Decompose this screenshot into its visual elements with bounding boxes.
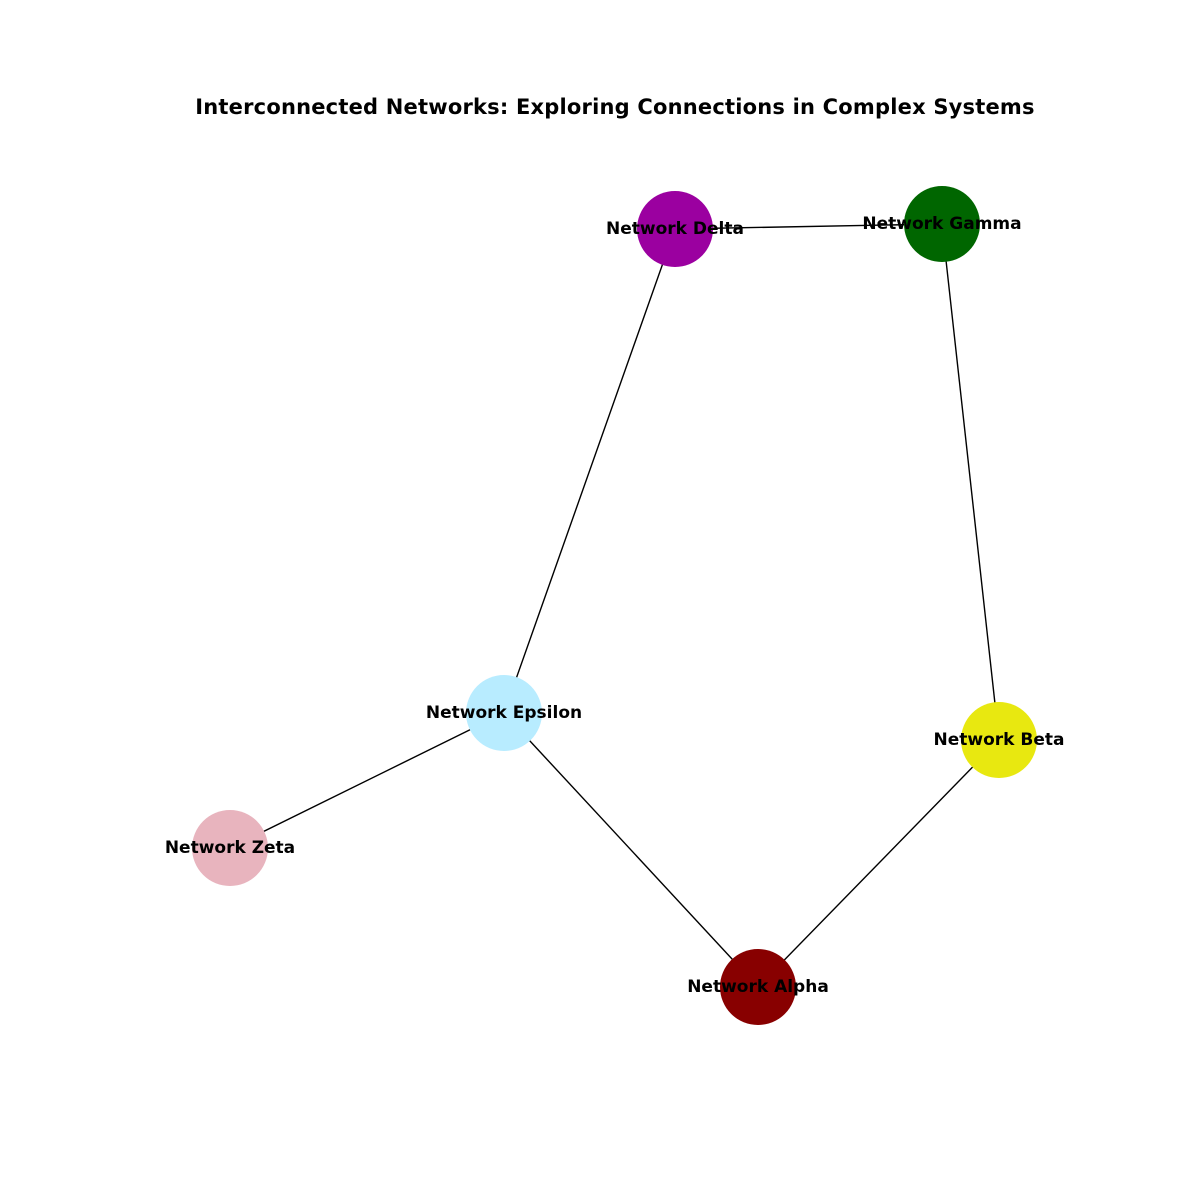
node-label-delta: Network Delta: [606, 219, 744, 239]
edge-delta-epsilon: [503, 228, 676, 714]
node-label-gamma: Network Gamma: [862, 214, 1021, 234]
edge-beta-alpha: [757, 739, 1000, 988]
node-alpha: [720, 949, 796, 1025]
edge-delta-gamma: [674, 223, 943, 230]
nodes-layer: [192, 186, 1037, 1025]
node-label-alpha: Network Alpha: [687, 977, 829, 997]
node-delta: [637, 191, 713, 267]
node-label-zeta: Network Zeta: [165, 838, 295, 858]
node-label-beta: Network Beta: [934, 730, 1065, 750]
diagram-title: Interconnected Networks: Exploring Conne…: [195, 95, 1035, 119]
edge-epsilon-alpha: [503, 712, 759, 988]
edge-gamma-beta: [941, 223, 1000, 741]
node-epsilon: [466, 675, 542, 751]
node-label-epsilon: Network Epsilon: [426, 703, 582, 723]
node-zeta: [192, 810, 268, 886]
node-beta: [961, 702, 1037, 778]
edges-layer: [229, 223, 1000, 988]
edge-epsilon-zeta: [229, 712, 505, 849]
node-gamma: [904, 186, 980, 262]
